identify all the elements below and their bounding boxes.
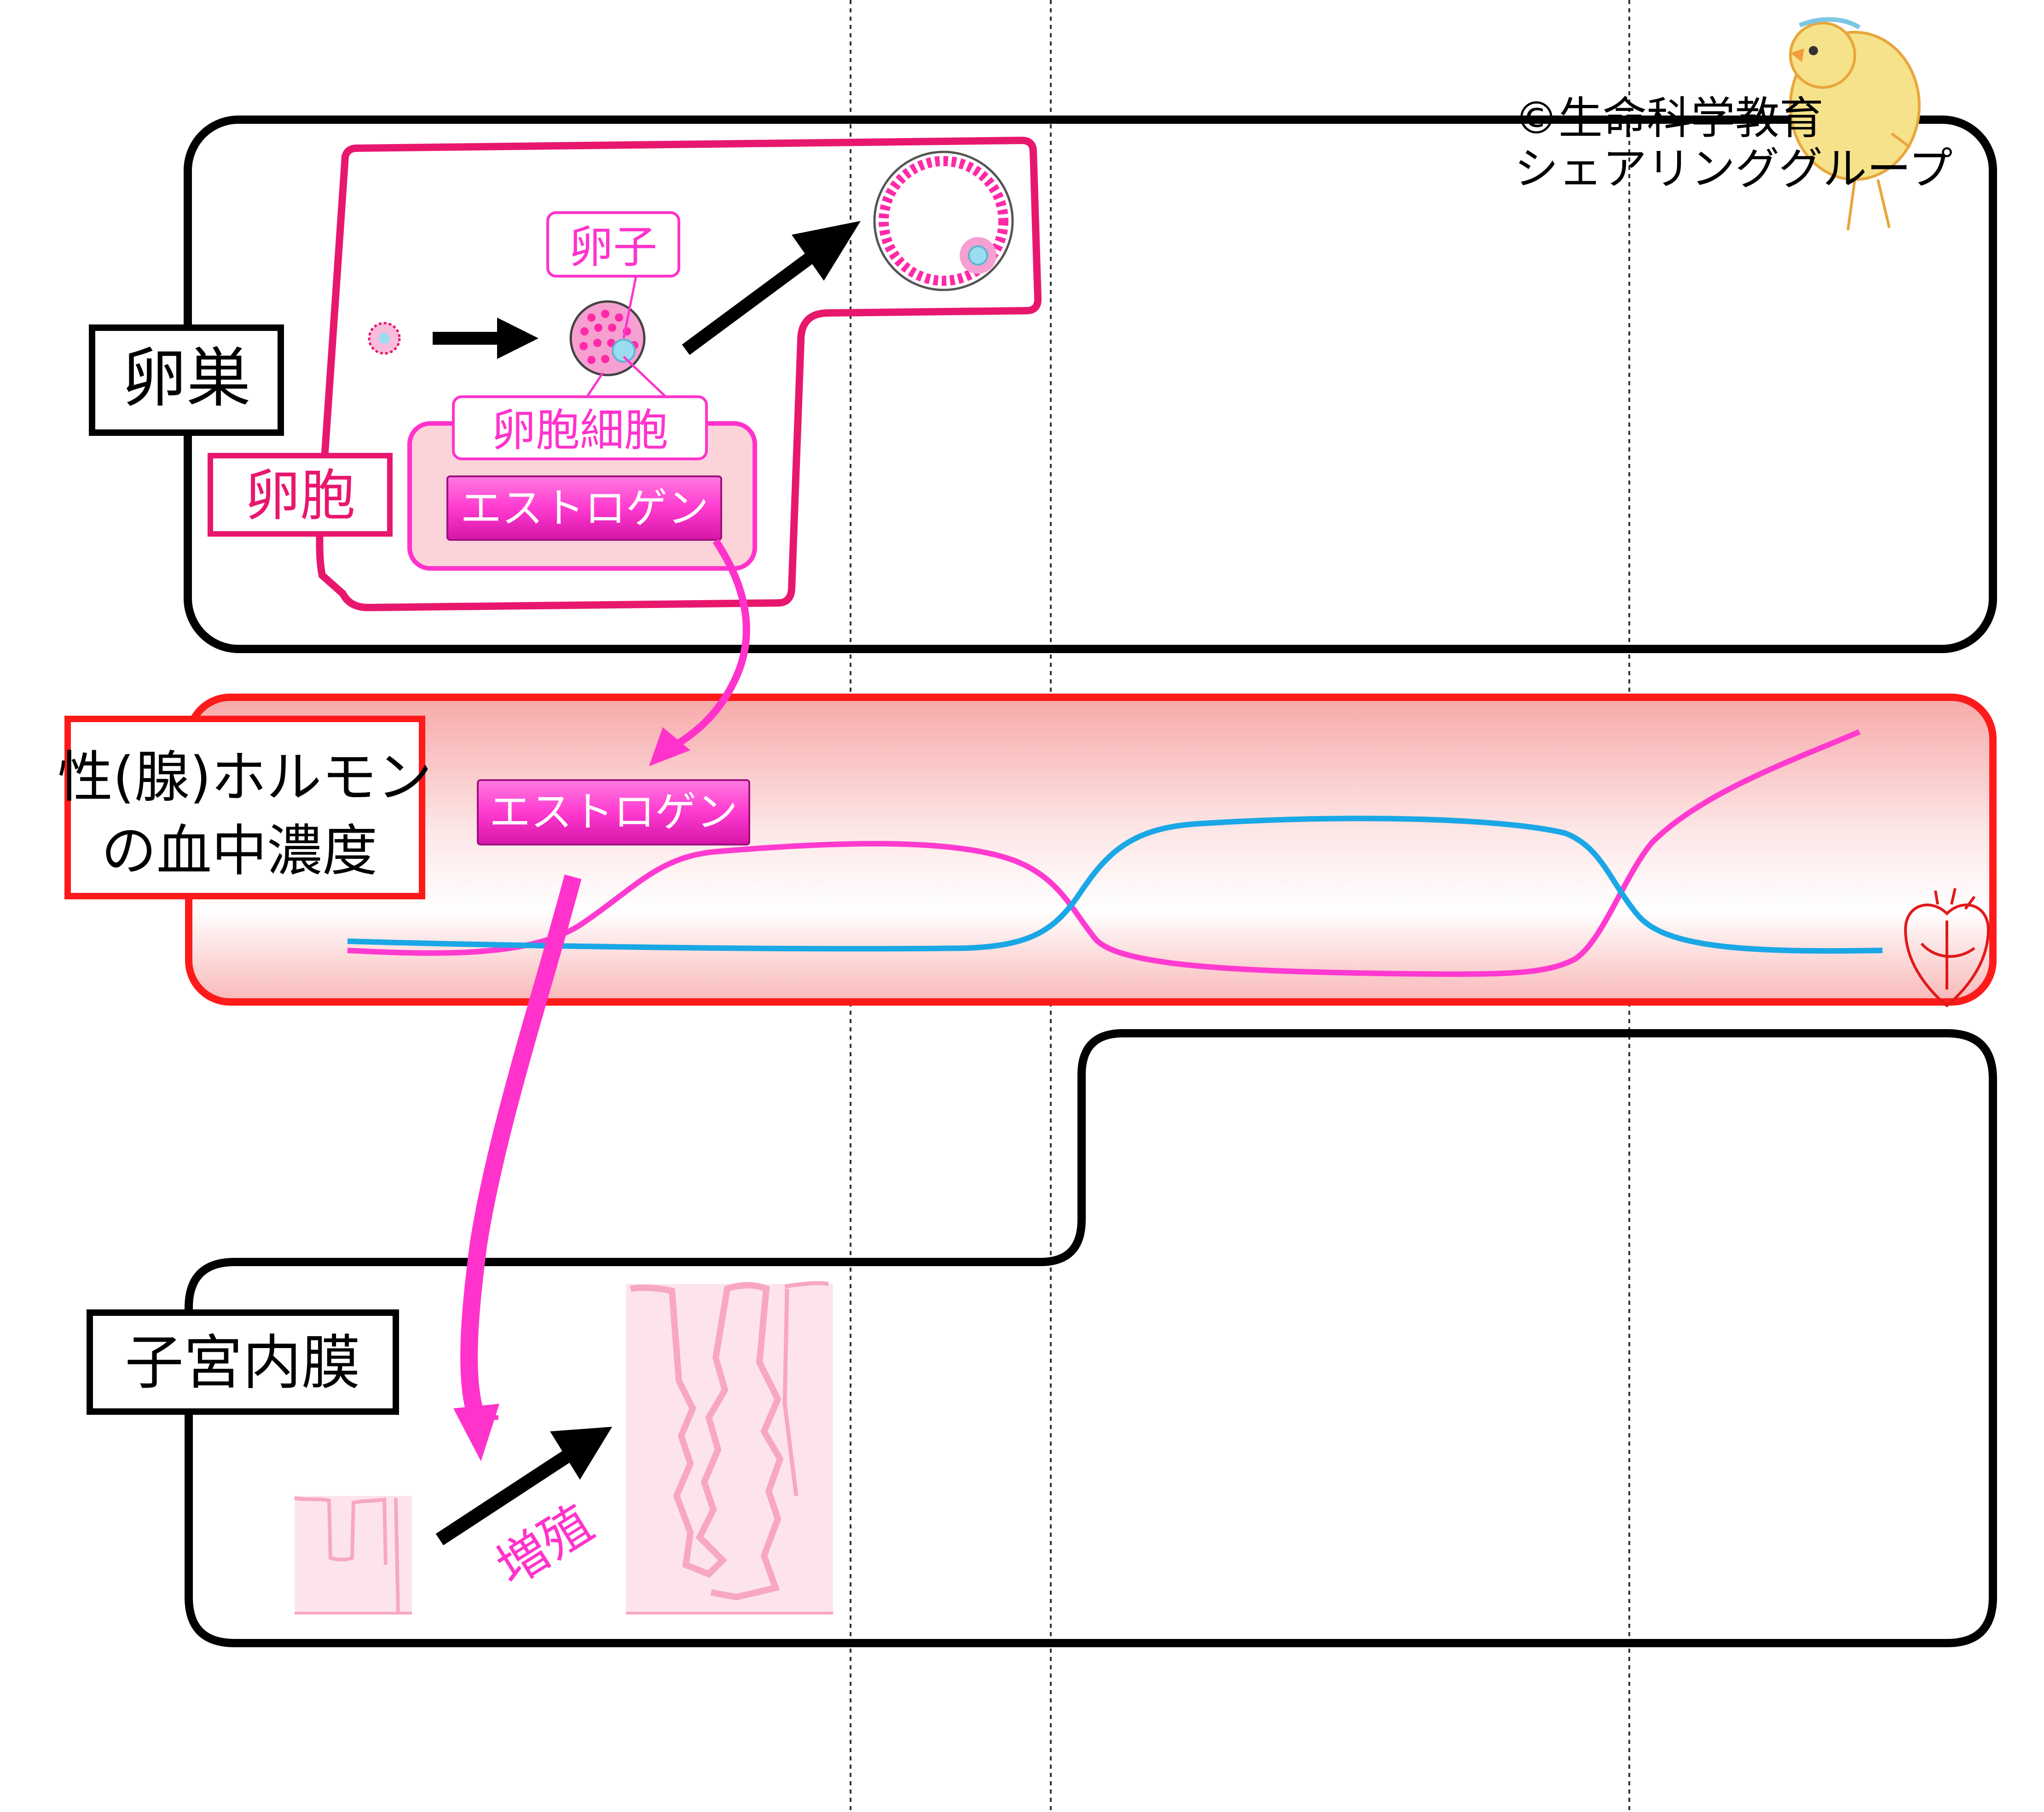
estrogen-tag-ovary [446,475,722,541]
growing-follicle [569,300,646,376]
egg-pointer-line [622,276,637,339]
ovary-label-box [89,324,284,436]
heart-icon [1904,888,1990,1007]
plus-sign: + [476,1395,500,1441]
proliferation-label: 増殖 [486,1494,603,1597]
follicle-cell-label-box [452,395,708,460]
primordial-follicle [368,322,401,355]
egg-label-box [546,211,680,278]
progesterone-level-curve [347,816,1883,954]
estrogen-tag-ovary-label: エストロゲン [460,484,709,533]
mature-egg-cell [968,245,988,266]
copyright-line2: シェアリンググループ [1514,143,1952,195]
follicle-cell-pointer-line [623,356,671,401]
estrogen-secretion-arrow [665,538,750,753]
endometrium-label-box [87,1309,399,1415]
black-arrow-icon [682,221,861,355]
hormone-level-label-box [64,716,425,899]
hormone-level-label-line2: の血中濃度 [101,819,377,883]
ovary-label: 卵巣 [122,341,251,416]
blood-hormone-panel [185,694,1997,1006]
black-arrow-icon [435,1427,612,1546]
egg-cell [612,339,636,363]
follicle-label-box [208,453,393,537]
thin-endometrium [294,1496,412,1615]
copyright-line1: ©生命科学教育 [1514,93,1824,144]
mature-follicle [873,151,1014,291]
estrogen-action-arrow [460,874,582,1411]
follicle-label: 卵胞 [245,464,355,528]
hormone-level-label-line1: 性(腺)ホルモン [58,746,432,810]
follicle-cell-label: 卵胞細胞 [492,405,668,456]
chick-icon [1789,17,1921,231]
endometrium-label: 子宮内膜 [125,1329,360,1397]
estrogen-action-arrowhead [453,1404,499,1461]
endometrium-panel [185,1029,1997,1647]
thick-endometrium [626,1281,833,1615]
estrogen-tag-blood-label: エストロゲン [489,788,738,836]
egg-label: 卵子 [569,221,657,273]
estrogen-level-curve [347,729,1861,977]
estrogen-tag-blood [477,779,750,845]
estrogen-secretion-arrowhead [649,727,690,766]
black-arrow-icon [433,318,539,359]
